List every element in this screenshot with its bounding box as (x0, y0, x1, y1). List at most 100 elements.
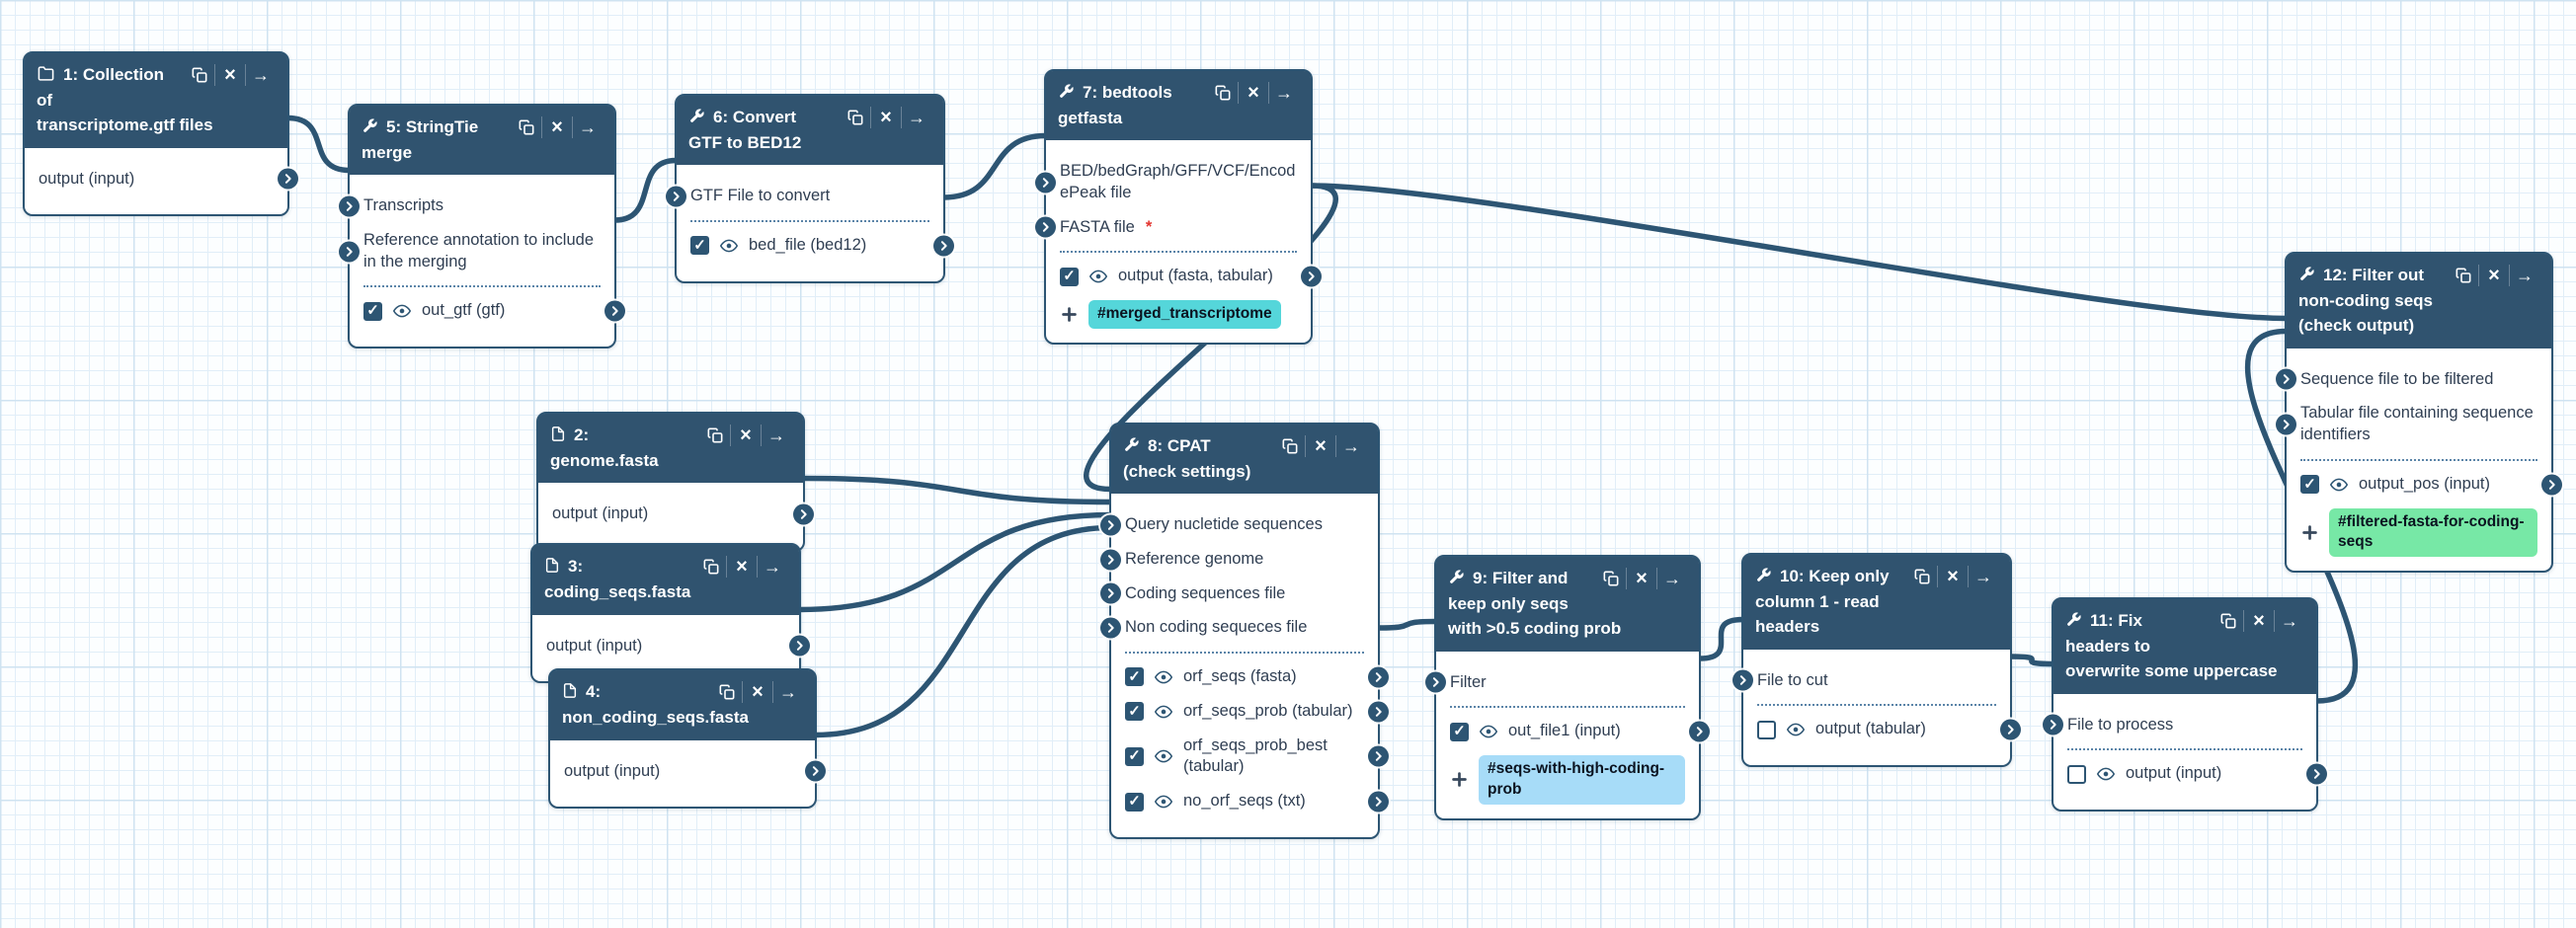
node-header[interactable]: ×→6: Convert GTF to BED12 (677, 96, 943, 165)
duplicate-button[interactable] (2214, 610, 2243, 632)
output-connector[interactable] (604, 300, 625, 322)
output-connector[interactable] (2306, 763, 2327, 785)
navigate-node-button[interactable]: → (772, 681, 803, 703)
duplicate-button[interactable] (700, 425, 730, 446)
input-connector[interactable] (1035, 216, 1056, 238)
navigate-node-button[interactable]: → (572, 116, 603, 138)
navigate-node-button[interactable]: → (1968, 566, 1998, 587)
delete-node-button[interactable]: × (2243, 610, 2274, 632)
delete-node-button[interactable]: × (214, 64, 245, 86)
duplicate-button[interactable] (696, 556, 726, 578)
node-header[interactable]: ×→8: CPAT (check settings) (1111, 425, 1378, 494)
workflow-tag[interactable]: #merged_transcriptome (1088, 300, 1281, 329)
input-connector[interactable] (1035, 172, 1056, 193)
output-connector[interactable] (793, 503, 814, 525)
visibility-eye-icon[interactable] (1153, 793, 1174, 811)
output-checkbox[interactable] (2067, 764, 2086, 784)
input-connector[interactable] (1100, 514, 1121, 536)
navigate-node-button[interactable]: → (245, 64, 276, 86)
output-checkbox[interactable]: ✓ (1060, 267, 1079, 286)
input-connector[interactable] (2276, 414, 2296, 435)
workflow-node-1[interactable]: ×→1: Collection of transcriptome.gtf fil… (23, 51, 298, 217)
duplicate-button[interactable] (512, 116, 541, 138)
visibility-eye-icon[interactable] (718, 237, 740, 255)
output-checkbox[interactable]: ✓ (1450, 722, 1469, 741)
node-header[interactable]: ×→10: Keep only column 1 - read headers (1743, 555, 2010, 650)
visibility-eye-icon[interactable] (1785, 721, 1807, 738)
input-connector[interactable] (666, 186, 686, 207)
node-header[interactable]: ×→11: Fix headers to overwrite some uppe… (2053, 599, 2316, 694)
output-checkbox[interactable]: ✓ (1125, 746, 1144, 766)
delete-node-button[interactable]: × (870, 107, 901, 128)
delete-node-button[interactable]: × (541, 116, 572, 138)
navigate-node-button[interactable]: → (757, 556, 787, 578)
input-connector[interactable] (1100, 582, 1121, 604)
delete-node-button[interactable]: × (730, 425, 761, 446)
duplicate-button[interactable] (712, 681, 742, 703)
output-connector[interactable] (2541, 474, 2562, 496)
duplicate-button[interactable] (1275, 435, 1305, 457)
output-connector[interactable] (278, 168, 298, 190)
visibility-eye-icon[interactable] (1153, 747, 1174, 765)
visibility-eye-icon[interactable] (391, 302, 413, 320)
delete-node-button[interactable]: × (742, 681, 772, 703)
workflow-node-11[interactable]: ×→11: Fix headers to overwrite some uppe… (2043, 597, 2327, 812)
output-connector[interactable] (933, 235, 954, 257)
output-checkbox[interactable]: ✓ (363, 301, 382, 321)
workflow-tag[interactable]: #filtered-fasta-for-coding-seqs (2329, 507, 2537, 558)
node-header[interactable]: ×→2: genome.fasta (538, 414, 803, 483)
input-connector[interactable] (1425, 671, 1446, 693)
workflow-tag[interactable]: #seqs-with-high-coding-prob (1479, 755, 1685, 805)
node-header[interactable]: ×→12: Filter out non-coding seqs (check … (2287, 254, 2551, 348)
visibility-eye-icon[interactable] (2095, 765, 2117, 783)
input-connector[interactable] (2276, 368, 2296, 390)
output-checkbox[interactable] (1757, 720, 1776, 739)
input-connector[interactable] (1732, 669, 1753, 691)
output-connector[interactable] (1301, 266, 1322, 287)
duplicate-button[interactable] (841, 107, 870, 128)
delete-node-button[interactable]: × (1238, 82, 1268, 104)
duplicate-button[interactable] (2449, 265, 2478, 286)
output-checkbox[interactable]: ✓ (1125, 792, 1144, 812)
node-header[interactable]: ×→9: Filter and keep only seqs with >0.5… (1436, 557, 1699, 652)
navigate-node-button[interactable]: → (1656, 568, 1687, 589)
workflow-node-12[interactable]: ×→12: Filter out non-coding seqs (check … (2276, 252, 2562, 574)
node-header[interactable]: ×→7: bedtools getfasta (1046, 71, 1311, 140)
delete-node-button[interactable]: × (2478, 265, 2509, 286)
visibility-eye-icon[interactable] (1153, 703, 1174, 721)
output-connector[interactable] (789, 635, 810, 657)
output-connector[interactable] (2000, 719, 2021, 740)
output-connector[interactable] (1368, 701, 1389, 723)
node-header[interactable]: ×→3: coding_seqs.fasta (532, 545, 799, 615)
input-connector[interactable] (339, 195, 360, 217)
output-connector[interactable] (1689, 721, 1710, 742)
visibility-eye-icon[interactable] (1087, 268, 1109, 285)
delete-node-button[interactable]: × (1305, 435, 1335, 457)
input-connector[interactable] (2043, 714, 2063, 735)
input-connector[interactable] (339, 241, 360, 263)
node-header[interactable]: ×→1: Collection of transcriptome.gtf fil… (25, 53, 287, 148)
navigate-node-button[interactable]: → (761, 425, 791, 446)
output-connector[interactable] (1368, 745, 1389, 767)
workflow-node-8[interactable]: ×→8: CPAT (check settings)Query nucletid… (1100, 423, 1389, 839)
input-connector[interactable] (1100, 617, 1121, 639)
visibility-eye-icon[interactable] (2328, 476, 2350, 494)
output-connector[interactable] (1368, 666, 1389, 688)
delete-node-button[interactable]: × (1937, 566, 1968, 587)
navigate-node-button[interactable]: → (2509, 265, 2539, 286)
output-connector[interactable] (805, 760, 826, 782)
visibility-eye-icon[interactable] (1478, 723, 1499, 740)
duplicate-button[interactable] (1596, 568, 1626, 589)
visibility-eye-icon[interactable] (1153, 668, 1174, 686)
navigate-node-button[interactable]: → (1335, 435, 1366, 457)
output-checkbox[interactable]: ✓ (2300, 475, 2319, 495)
delete-node-button[interactable]: × (726, 556, 757, 578)
node-header[interactable]: ×→5: StringTie merge (350, 106, 614, 175)
